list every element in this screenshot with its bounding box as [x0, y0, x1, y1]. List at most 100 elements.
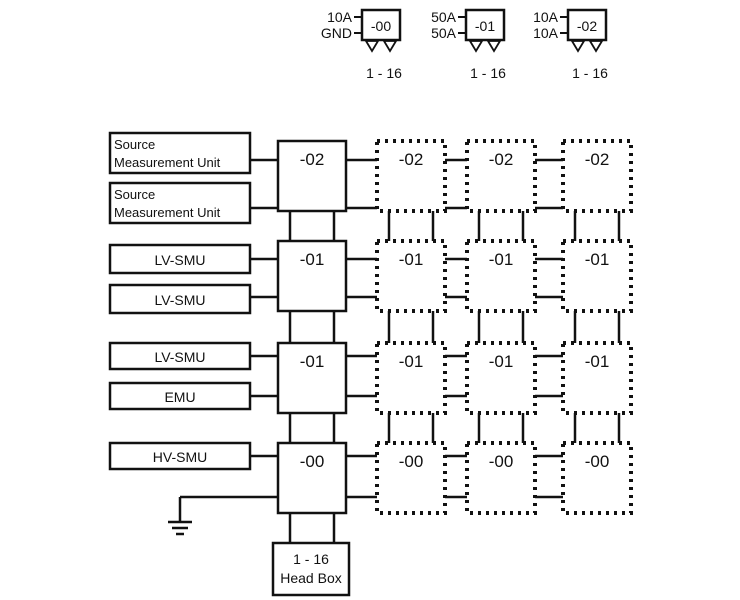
optional-matrix-card[interactable]: -01 [561, 239, 633, 313]
card-frame [465, 239, 537, 313]
instrument-label: Measurement Unit [114, 155, 221, 170]
optional-matrix-card[interactable]: -00 [465, 441, 537, 515]
optional-matrix-card[interactable]: -01 [465, 239, 537, 313]
head-box-label: Head Box [280, 570, 341, 586]
card-id: -01 [300, 352, 325, 371]
instrument-frame [108, 181, 252, 225]
card-id: -02 [585, 150, 610, 169]
optional-matrix-card[interactable]: -01 [375, 239, 447, 313]
instrument-frame [108, 131, 252, 175]
input-label: GND [321, 25, 352, 41]
output-pin-icon [570, 40, 586, 53]
instrument-label: LV-SMU [154, 349, 205, 365]
instrument-frame [108, 283, 252, 315]
card-id: -02 [489, 150, 514, 169]
instrument-label: HV-SMU [153, 449, 207, 465]
card-frame [375, 341, 447, 415]
instrument-frame [108, 243, 252, 275]
instrument-label: Source [114, 137, 155, 152]
card-frame [276, 239, 348, 313]
instrument-box[interactable]: HV-SMU [108, 441, 252, 471]
card-id: -01 [585, 250, 610, 269]
channel-range: 1 - 16 [572, 65, 608, 81]
instrument-label: LV-SMU [154, 252, 205, 268]
card-id: -01 [489, 352, 514, 371]
optional-matrix-card[interactable]: -02 [465, 139, 537, 213]
instrument-box[interactable]: LV-SMU [108, 283, 252, 315]
module-id: -02 [577, 18, 597, 34]
output-pin-icon [382, 40, 398, 53]
output-pin-icon [364, 40, 380, 53]
input-label: 50A [431, 25, 457, 41]
instrument-frame [108, 441, 252, 471]
card-frame [561, 139, 633, 213]
instrument-label: Source [114, 187, 155, 202]
input-label: 10A [533, 9, 559, 25]
output-pin-icon [468, 40, 484, 53]
card-frame [561, 441, 633, 515]
card-frame [375, 441, 447, 515]
instrument-box[interactable]: LV-SMU [108, 341, 252, 371]
matrix-card[interactable]: -02 [276, 139, 348, 213]
card-id: -01 [399, 250, 424, 269]
head-box-frame [271, 541, 351, 597]
instrument-label: LV-SMU [154, 292, 205, 308]
optional-matrix-card[interactable]: -02 [561, 139, 633, 213]
card-id: -00 [585, 452, 610, 471]
card-id: -02 [300, 150, 325, 169]
card-id: -01 [399, 352, 424, 371]
optional-matrix-card[interactable]: -00 [561, 441, 633, 515]
card-id: -00 [489, 452, 514, 471]
instrument-label: EMU [164, 389, 195, 405]
card-frame [465, 139, 537, 213]
channel-range: 1 - 16 [366, 65, 402, 81]
instrument-label: Measurement Unit [114, 205, 221, 220]
module-box [360, 8, 402, 42]
input-label: 10A [533, 25, 559, 41]
instrument-frame [108, 341, 252, 371]
matrix-card[interactable]: -01 [276, 239, 348, 313]
card-id: -01 [585, 352, 610, 371]
card-frame [465, 341, 537, 415]
card-frame [375, 139, 447, 213]
card-id: -02 [399, 150, 424, 169]
card-frame [276, 341, 348, 415]
card-id: -00 [399, 452, 424, 471]
optional-matrix-card[interactable]: -01 [561, 341, 633, 415]
module-box [464, 8, 506, 42]
module-box [566, 8, 608, 42]
head-box[interactable]: 1 - 16 Head Box [271, 541, 351, 597]
input-label: 50A [431, 9, 457, 25]
head-box-range: 1 - 16 [293, 551, 329, 567]
card-frame [276, 139, 348, 213]
card-frame [561, 341, 633, 415]
card-frame [465, 441, 537, 515]
optional-matrix-card[interactable]: -01 [465, 341, 537, 415]
module-id: -00 [371, 18, 391, 34]
input-label: 10A [327, 9, 353, 25]
matrix-cards: -02 -02 -02 -02 -01 -01 -01 -01 -01 -01 -01 -01 -00 -… [250, 139, 633, 515]
card-id: -01 [489, 250, 514, 269]
optional-matrix-card[interactable]: -01 [375, 341, 447, 415]
instrument-box[interactable]: LV-SMU [108, 243, 252, 275]
channel-range: 1 - 16 [470, 65, 506, 81]
output-pin-icon [588, 40, 604, 53]
instrument-box[interactable]: EMU [108, 381, 252, 411]
instrument-frame [108, 381, 252, 411]
card-frame [276, 441, 348, 515]
matrix-card[interactable]: -01 [276, 341, 348, 415]
optional-matrix-card[interactable]: -00 [375, 441, 447, 515]
matrix-card[interactable]: -00 [276, 441, 348, 515]
module-id: -01 [475, 18, 495, 34]
card-frame [561, 239, 633, 313]
card-frame [375, 239, 447, 313]
optional-matrix-card[interactable]: -02 [375, 139, 447, 213]
